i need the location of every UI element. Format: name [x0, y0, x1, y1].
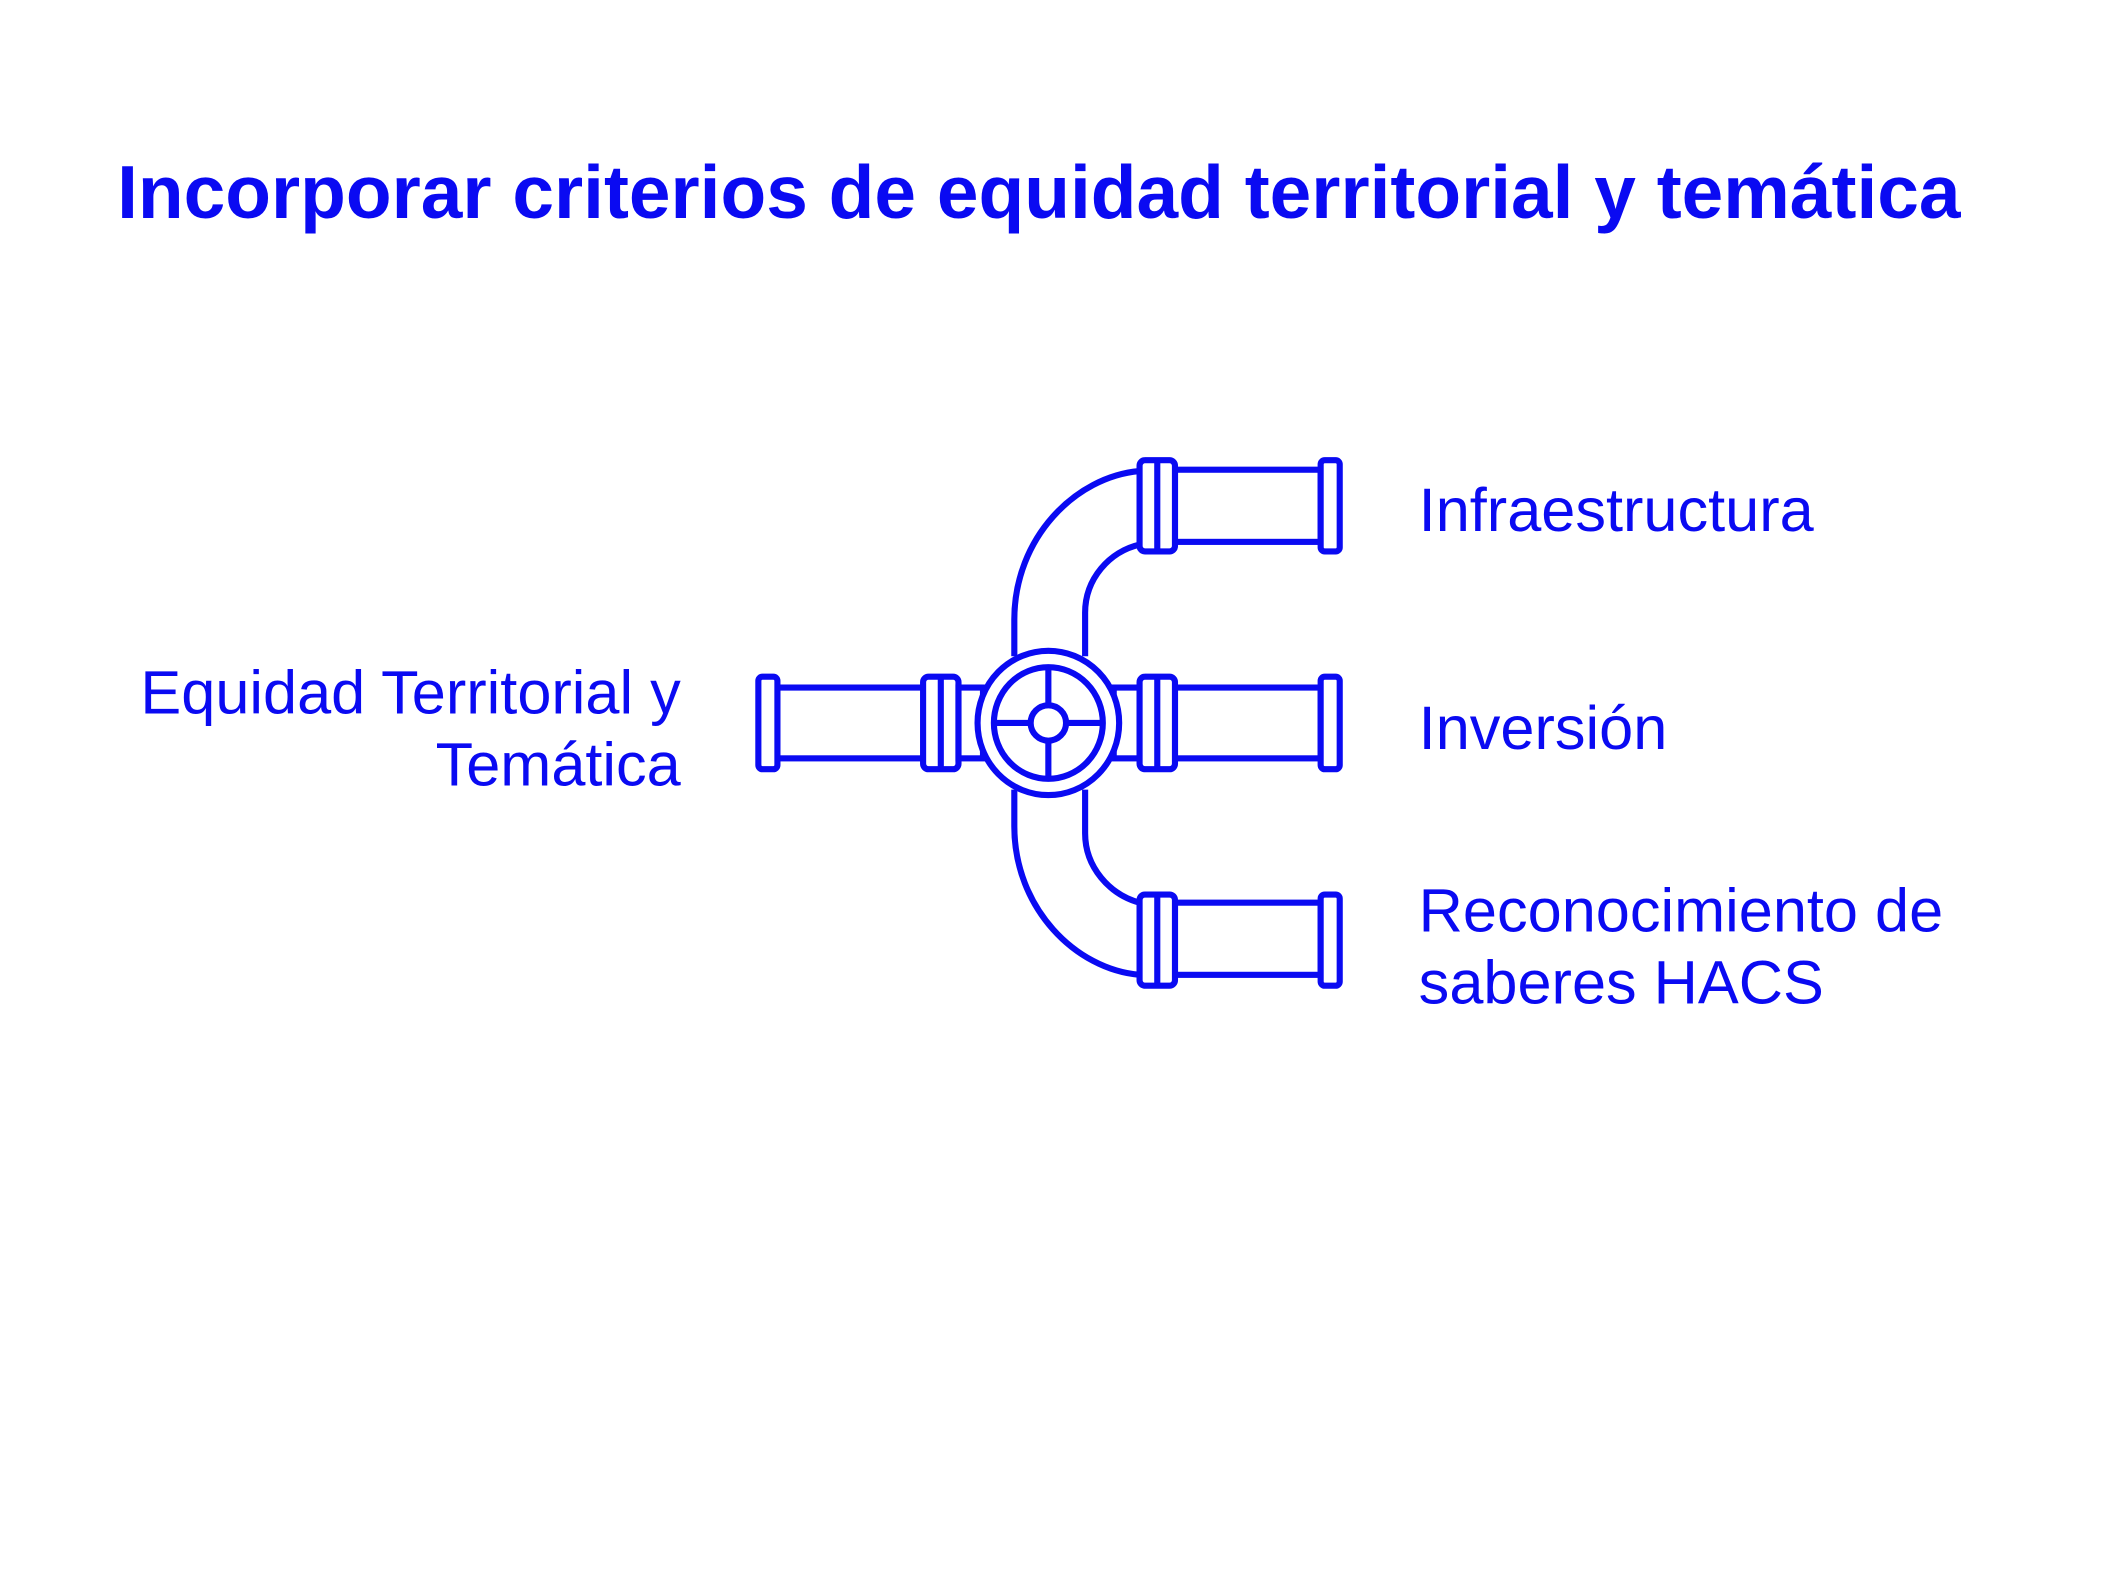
- output-pipe-middle: [1110, 673, 1343, 773]
- output-label-reconocimiento: Reconocimiento de saberes HACS: [1418, 875, 1944, 1018]
- lower-elbow: [1011, 789, 1141, 978]
- input-label: Equidad Territorial y Temática: [140, 657, 681, 800]
- output-label-inversion: Inversión: [1418, 693, 1668, 763]
- page-title: Incorporar criterios de equidad territor…: [117, 149, 1961, 235]
- output-label-infraestructura: Infraestructura: [1418, 475, 1814, 545]
- output-pipe-bottom: [1136, 891, 1343, 989]
- valve-wheel-icon: [974, 647, 1123, 799]
- input-pipe: [755, 673, 987, 773]
- output-pipe-top: [1136, 457, 1343, 555]
- upper-elbow: [1011, 468, 1141, 657]
